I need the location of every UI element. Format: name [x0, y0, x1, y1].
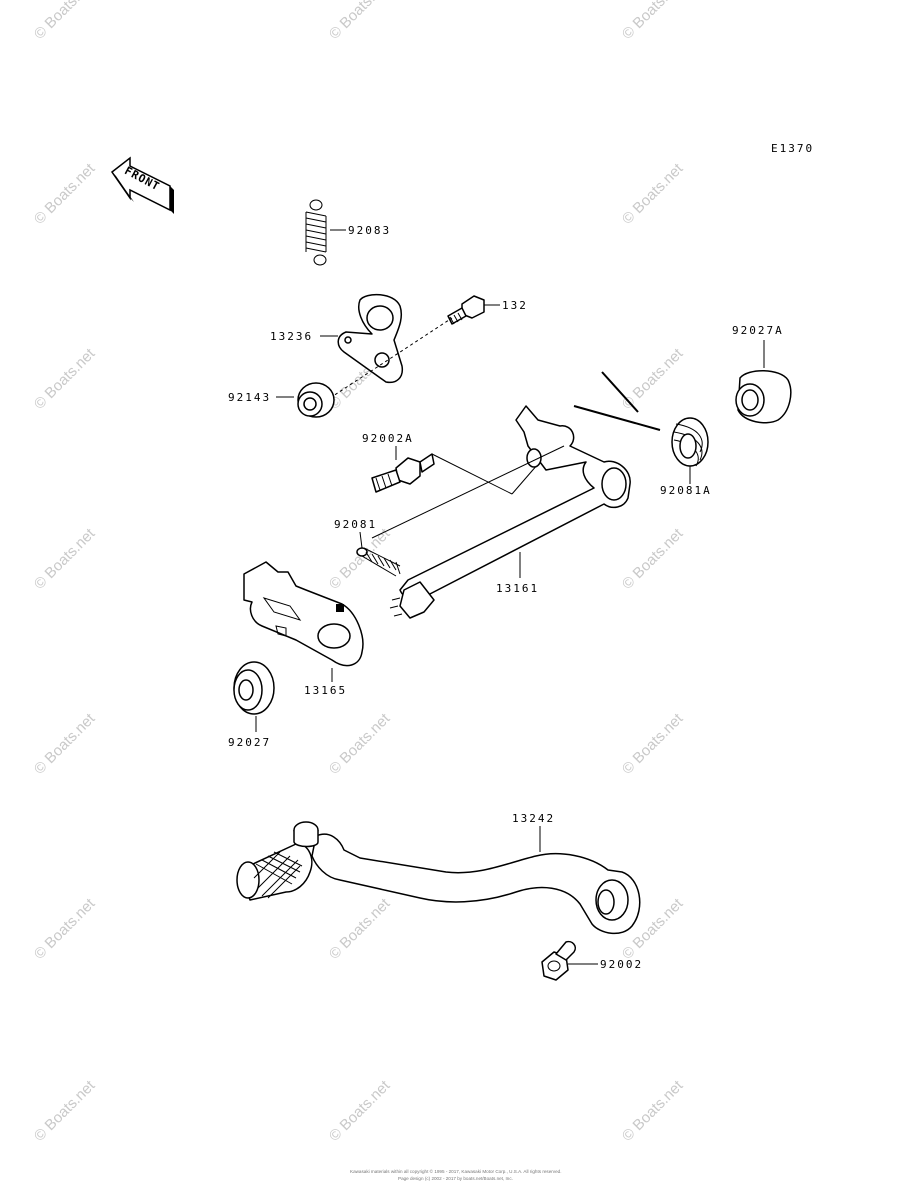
watermark: © Boats.net [619, 710, 687, 778]
watermark: © Boats.net [31, 525, 99, 593]
diagram-code: E1370 [771, 142, 814, 155]
watermark: © Boats.net [31, 1077, 99, 1145]
watermark: © Boats.net [619, 1077, 687, 1145]
label-13165: 13165 [304, 684, 347, 697]
watermark: © Boats.net [619, 160, 687, 228]
label-132: 132 [502, 299, 528, 312]
spring-92081[interactable] [356, 547, 401, 577]
label-92143: 92143 [228, 391, 271, 404]
label-13242: 13242 [512, 812, 555, 825]
label-92027A: 92027A [732, 324, 784, 337]
watermark: © Boats.net [619, 525, 687, 593]
label-13161: 13161 [496, 582, 539, 595]
watermark: © Boats.net [31, 0, 99, 43]
watermark: © Boats.net [619, 0, 687, 43]
pedal-13242[interactable] [236, 821, 641, 935]
collar-92143[interactable] [297, 382, 335, 418]
bolt-92002A[interactable] [371, 453, 435, 493]
watermark: © Boats.net [326, 1077, 394, 1145]
label-92002: 92002 [600, 958, 643, 971]
label-92083: 92083 [348, 224, 391, 237]
label-13236: 13236 [270, 330, 313, 343]
label-92081: 92081 [334, 518, 377, 531]
label-92027: 92027 [228, 736, 271, 749]
washer-92027[interactable] [233, 661, 275, 715]
watermark: © Boats.net [326, 895, 394, 963]
watermark: © Boats.net [31, 160, 99, 228]
collar-92027A[interactable] [735, 370, 792, 424]
label-92081A: 92081A [660, 484, 712, 497]
bolt-92002[interactable] [541, 940, 577, 981]
watermark: © Boats.net [31, 345, 99, 413]
footer-design: Page design (c) 2002 - 2017 by boats.net… [398, 1176, 513, 1181]
arm-13236[interactable] [337, 293, 404, 384]
watermark: © Boats.net [326, 0, 394, 43]
plate-13165[interactable] [243, 561, 364, 667]
label-92002A: 92002A [362, 432, 414, 445]
watermark: © Boats.net [31, 895, 99, 963]
footer-copyright: Kawasaki materials within all copyright … [350, 1168, 561, 1174]
bolt-132[interactable] [447, 295, 485, 325]
front-arrow-icon: FRONT [110, 156, 174, 214]
torsion-spring-92081A[interactable] [573, 371, 709, 467]
watermark: © Boats.net [31, 710, 99, 778]
spring-92083[interactable] [305, 199, 327, 266]
watermark: © Boats.net [326, 710, 394, 778]
